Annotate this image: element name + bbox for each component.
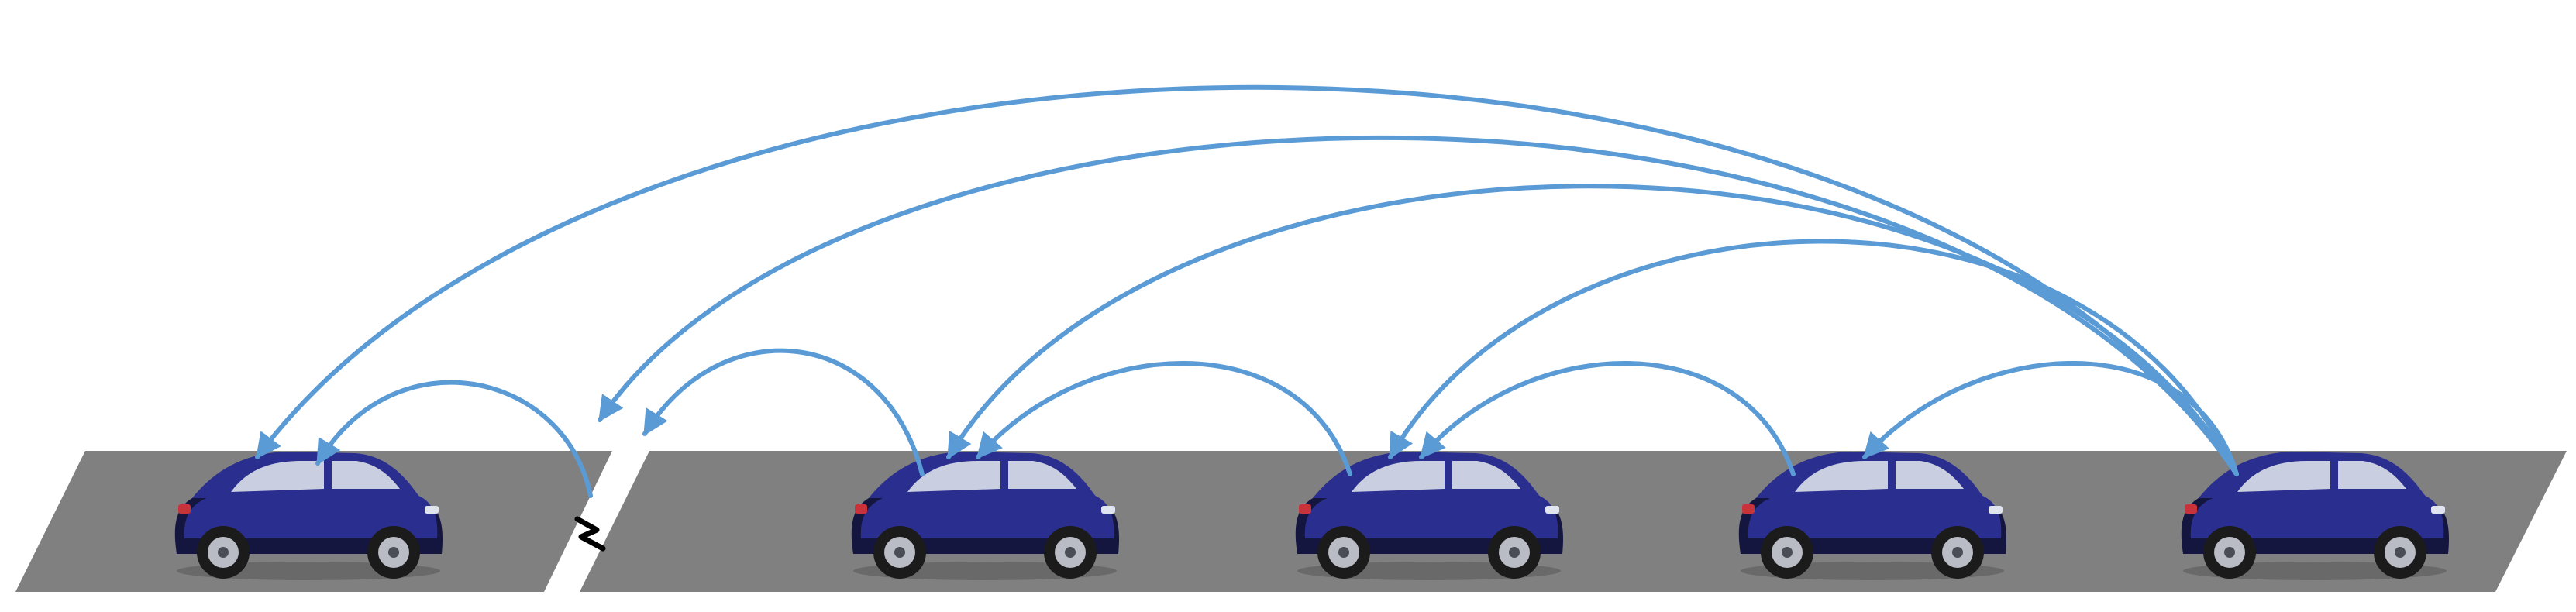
arrow-icon <box>255 84 2239 476</box>
arrow-icon <box>1419 361 1796 476</box>
arrow-icon <box>976 361 1352 476</box>
arrow-icon <box>598 136 2239 476</box>
link-layer <box>255 84 2239 498</box>
car-icon <box>1295 452 1564 580</box>
car-icon <box>2181 452 2450 580</box>
vehicle-layer <box>174 452 2450 580</box>
arrow-icon <box>642 348 925 476</box>
car-icon <box>851 452 1120 580</box>
arrow-icon <box>946 184 2239 476</box>
arrow-icon <box>315 380 593 498</box>
car-icon <box>1738 452 2007 580</box>
break-icon <box>574 516 606 552</box>
car-icon <box>174 452 443 580</box>
arrow-icon <box>1388 239 2239 476</box>
